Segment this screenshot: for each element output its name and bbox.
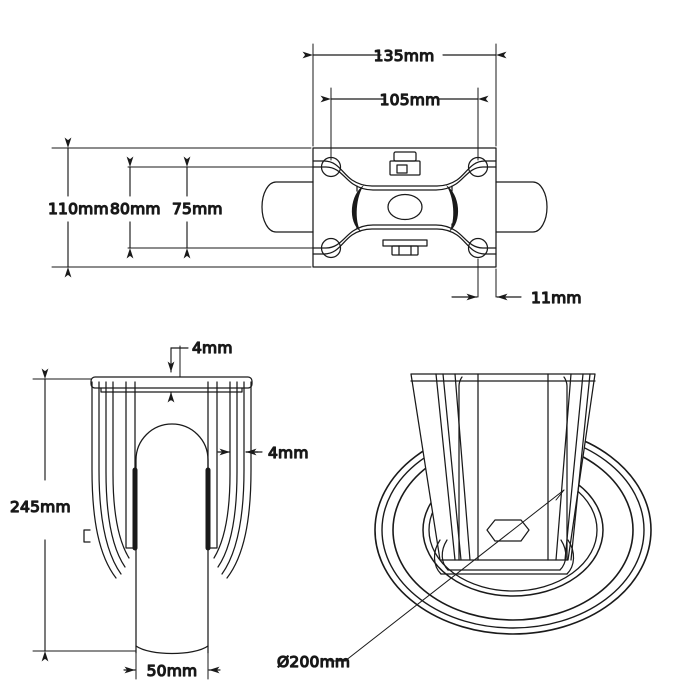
dimension-overall-height: 245mm xyxy=(9,368,71,662)
dimension-label-plate-height: 110mm xyxy=(48,200,109,218)
dimension-fork-thickness: 4mm xyxy=(217,443,309,463)
wheel-front-silhouette xyxy=(135,423,209,654)
fork-leg-left-inner xyxy=(125,381,136,549)
fork-body-top-band xyxy=(312,160,497,192)
diameter-leader-line xyxy=(344,489,565,662)
front-view-caster xyxy=(83,376,253,655)
dimension-label-overall-height: 245mm xyxy=(10,498,71,516)
dimension-wheel-width: 50mm xyxy=(123,661,221,681)
dimension-hole-spacing-inner: 75mm xyxy=(171,156,223,259)
dimension-label-hole-spacing-width: 105mm xyxy=(380,91,441,109)
fork-leg-right-outer xyxy=(226,381,252,579)
center-hub-ellipse xyxy=(387,193,423,221)
extension-lines-front-view xyxy=(32,345,209,680)
mounting-plate-outline xyxy=(312,147,497,268)
dimension-hole-spacing-outer: 80mm xyxy=(109,156,161,259)
dimension-label-plate-thickness: 4mm xyxy=(192,339,233,357)
fork-side-lug xyxy=(83,529,91,543)
wheel-bottom-edge xyxy=(135,645,209,655)
bottom-bolt-head xyxy=(382,239,428,256)
top-view-mounting-plate xyxy=(261,147,548,268)
dimension-label-hole-spacing-outer: 80mm xyxy=(110,200,161,218)
top-bolt-head xyxy=(389,151,421,176)
side-fork-lower-arc-right xyxy=(566,539,575,575)
dimension-label-hole-edge-offset: 11mm xyxy=(531,289,582,307)
axle-barrel-left xyxy=(261,181,314,233)
axle-barrel-right xyxy=(495,181,548,233)
dimension-hole-edge-offset: 11mm xyxy=(451,288,582,308)
front-top-plate xyxy=(90,376,253,389)
dimension-plate-thickness: 4mm xyxy=(167,338,233,403)
dimension-plate-height: 110mm xyxy=(47,137,109,278)
mounting-hole-bottom-right xyxy=(467,237,489,259)
dimension-label-wheel-diameter: Ø200mm xyxy=(277,653,350,671)
dimension-label-fork-thickness: 4mm xyxy=(268,444,309,462)
crescent-slot-right xyxy=(446,185,459,232)
dimension-label-wheel-width: 50mm xyxy=(147,662,198,680)
fork-leg-left-outer xyxy=(91,381,117,579)
hex-axle-nut xyxy=(486,519,530,542)
side-fork-lower-arc-left xyxy=(433,539,442,575)
side-view-caster-wheel xyxy=(329,373,652,662)
dimension-hole-spacing-width: 105mm xyxy=(320,90,489,110)
extension-lines-top-view xyxy=(51,43,497,298)
dimension-label-hole-spacing-inner: 75mm xyxy=(172,200,223,218)
crescent-slot-left xyxy=(351,185,364,232)
dimension-plate-width: 135mm xyxy=(302,46,507,66)
dimension-label-plate-width: 135mm xyxy=(374,47,435,65)
